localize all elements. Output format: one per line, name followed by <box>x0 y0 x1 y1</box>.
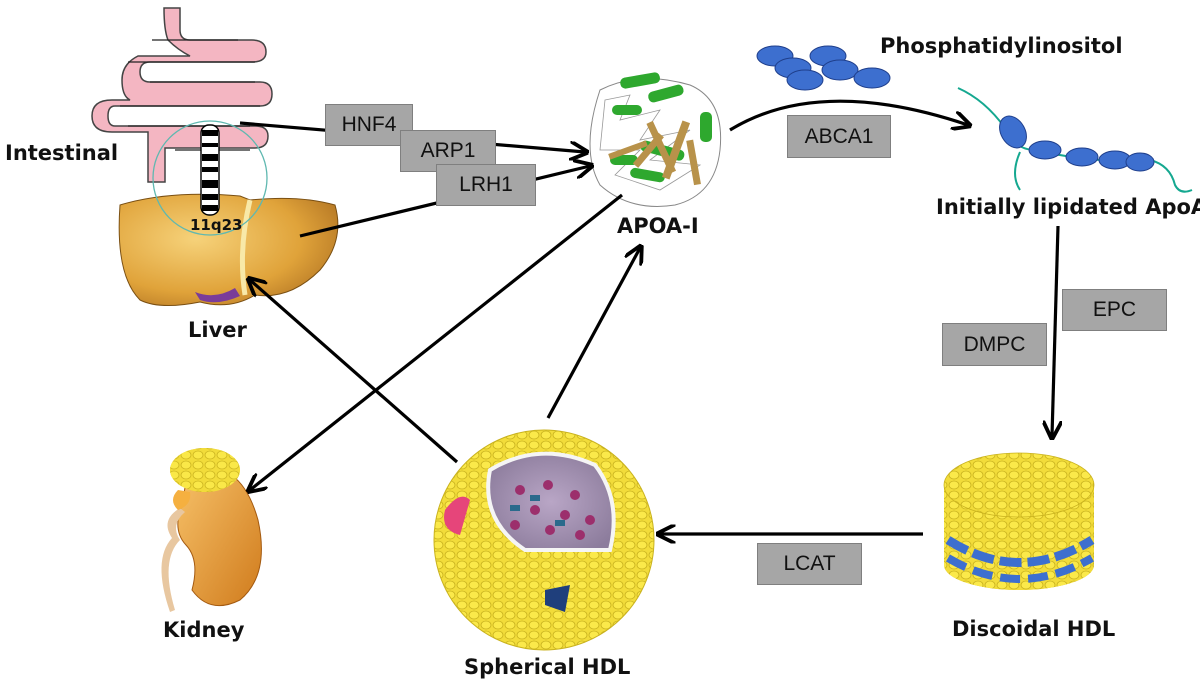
arrow-spherical-to-liver <box>250 280 459 464</box>
arrow-apoa1-to-lipidated <box>729 99 968 132</box>
factor-box-epc: EPC <box>1062 289 1167 331</box>
lipidated-apoa1-chain <box>957 87 1193 193</box>
factor-box-hnf4: HNF4 <box>325 104 413 146</box>
factor-box-lcat: LCAT <box>757 543 862 585</box>
phosphatidylinositol-cluster <box>756 45 891 91</box>
spherical-hdl-illustration <box>433 429 655 651</box>
phosphatidylinositol-label: Phosphatidylinositol <box>880 34 1123 58</box>
intestine-illustration <box>91 7 273 183</box>
kidney-label: Kidney <box>163 618 245 642</box>
spherical-hdl-label: Spherical HDL <box>464 655 631 679</box>
factor-box-dmpc: DMPC <box>942 323 1047 366</box>
factor-box-lrh1: LRH1 <box>436 164 536 206</box>
pathway-arrows <box>239 99 1058 534</box>
apoa1-structure <box>589 72 722 207</box>
intestinal-label: Intestinal <box>5 141 119 165</box>
apoa1-label: APOA-I <box>617 214 699 238</box>
liver-illustration <box>118 193 339 306</box>
discoidal-hdl-label: Discoidal HDL <box>952 617 1116 641</box>
discoidal-hdl-illustration <box>943 452 1095 590</box>
chromosome-callout <box>152 120 268 236</box>
arrow-lipidated-to-discoidal <box>1052 225 1058 436</box>
arrow-spherical-to-apoa1 <box>546 248 640 419</box>
kidney-illustration <box>161 448 262 612</box>
liver-label: Liver <box>188 318 247 342</box>
initially-lipidated-label: Initially lipidated ApoA-I <box>936 195 1200 219</box>
arrow-apoa1-to-kidney <box>250 193 623 490</box>
chromosome-band-label: 11q23 <box>190 216 243 234</box>
factor-box-abca1: ABCA1 <box>787 115 891 158</box>
